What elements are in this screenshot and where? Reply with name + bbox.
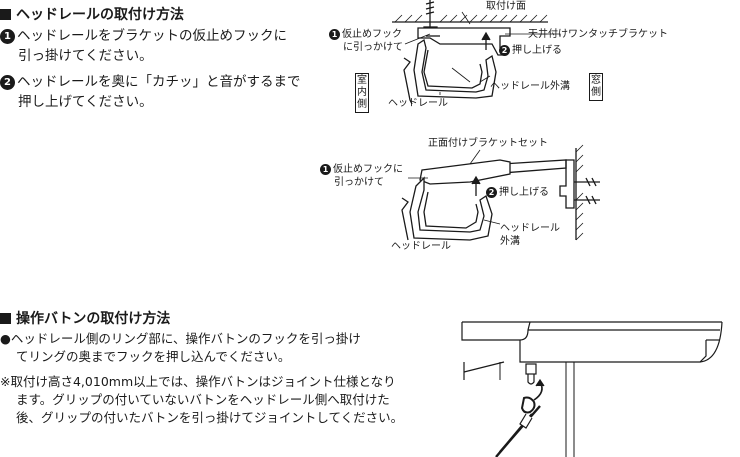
ceiling-label: 取付け面 — [486, 1, 526, 12]
hook-label-2-line2: 引っかけて — [334, 177, 384, 188]
headrail-label-2: ヘッドレール — [391, 241, 451, 252]
window-side-label: 窓側 — [589, 73, 603, 101]
section2-title: 操作バトンの取付け方法 — [0, 308, 170, 328]
baton-instruction: ●ヘッドレール側のリング部に、操作バトンのフックを引っ掛け — [0, 331, 361, 346]
groove-label-2: ヘッドレール — [500, 223, 560, 234]
step-number-2: 2 — [0, 75, 15, 90]
bullet-icon: ● — [0, 331, 11, 346]
hook-label-1-line2: に引っかけて — [343, 42, 403, 53]
step-number-1-small: 1 — [329, 29, 340, 40]
front-bracket-label: 正面付けブラケットセット — [428, 138, 548, 149]
headrail-label-1: ヘッドレール — [388, 98, 448, 109]
ceiling-bracket-label: 天井付けワンタッチブラケット — [528, 29, 668, 40]
step-number-1-small-2: 1 — [320, 164, 331, 175]
step-number-2-small: 2 — [499, 45, 510, 56]
step1-text-line2: 引っ掛けてください。 — [18, 48, 153, 64]
groove-label-1: ヘッドレール外溝 — [490, 81, 570, 92]
step-number-1: 1 — [0, 29, 15, 44]
step-number-2-small-2: 2 — [486, 187, 497, 198]
square-bullet-icon — [0, 313, 11, 324]
square-bullet-icon — [0, 9, 11, 20]
step2-text-line2: 押し上げてください。 — [18, 94, 153, 110]
baton-instruction-line2: てリングの奥までフックを押し込んでください。 — [16, 349, 291, 364]
baton-note: ※取付け高さ4,010mm以上では、操作バトンはジョイント仕様となり — [0, 374, 396, 389]
groove-label-2-line2: 外溝 — [500, 236, 520, 247]
baton-note-line2: ます。グリップの付いていないバトンをヘッドレール側へ取付けた — [16, 392, 390, 407]
room-side-label: 室内側 — [355, 73, 369, 113]
note-mark: ※ — [0, 374, 11, 389]
baton-note-line3: 後、グリップの付いたバトンを引っ掛けてジョイントしてください。 — [16, 410, 404, 425]
section1-title: ヘッドレールの取付け方法 — [0, 4, 184, 24]
